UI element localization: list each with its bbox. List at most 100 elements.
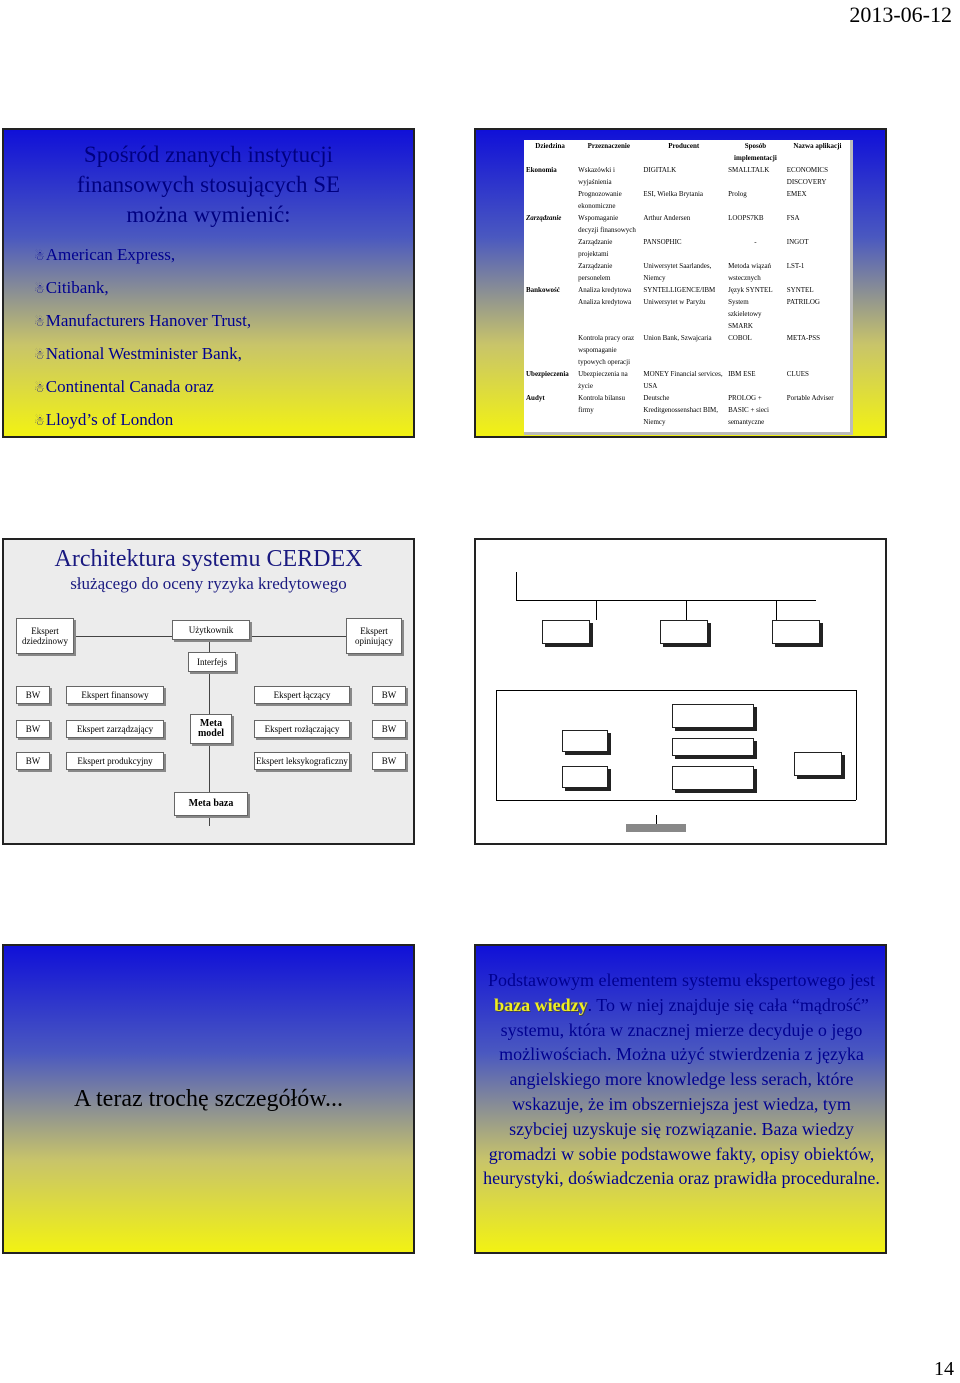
table-cell <box>524 236 576 260</box>
table-cell: - <box>754 238 757 246</box>
page-number: 14 <box>934 1358 954 1380</box>
box-label: BW <box>381 756 397 766</box>
table-cell: META-PSS <box>786 334 821 342</box>
list-item-text: Continental Canada oraz <box>45 377 214 396</box>
bullet-icon: ☃ <box>34 315 45 329</box>
slide-text: A teraz trochę szczegółów... <box>74 1086 343 1112</box>
slide-subtitle: służącego do oceny ryzyka kredytowego <box>70 574 347 593</box>
column-header: Dziedzina <box>535 142 565 150</box>
table-cell: Ubezpieczenia <box>526 370 569 378</box>
box-label: Ekspert zarządzający <box>76 724 154 734</box>
text-fragment: . To w niej znajduje się cała “mądrość” … <box>483 994 880 1189</box>
table-cell: Analiza kredytowa <box>578 286 632 294</box>
knowledge-base-box: BW <box>16 686 50 704</box>
slide-title: Architektura systemu CERDEX <box>54 546 363 572</box>
box-label: Ekspert łączący <box>273 690 331 700</box>
table-cell: Ekonomia <box>526 166 557 174</box>
table-cell: Audyt <box>526 394 545 402</box>
box-label: BW <box>381 690 397 700</box>
table-cell: Portable Adviser <box>786 394 834 402</box>
table-cell: PROLOG + BASIC + sieci semantyczne <box>728 394 769 426</box>
table-cell: Ubezpieczenia na życie <box>578 370 628 390</box>
meta-model-box: Meta model <box>190 714 232 744</box>
table-cell: System szkieletowy SMARK <box>728 298 762 330</box>
bullet-icon: ☃ <box>34 249 45 263</box>
list-item: ☃Citibank, <box>34 271 251 304</box>
connector-line <box>596 600 597 620</box>
box-label: Ekspert finansowy <box>81 690 149 700</box>
slide-cerdex-architecture: Architektura systemu CERDEX służącego do… <box>2 538 415 845</box>
box-label: Meta model <box>197 718 225 739</box>
knowledge-base-box: BW <box>16 720 50 738</box>
connector-line <box>496 690 497 800</box>
diagram-box <box>660 620 708 644</box>
box-label: Ekspert dziedzinowy <box>22 626 68 646</box>
box-label: Ekspert opiniujący <box>355 626 393 646</box>
diagram-label-block <box>706 656 746 670</box>
table-cell <box>524 296 576 332</box>
diagram-label-block <box>540 676 574 690</box>
table-cell <box>524 260 576 284</box>
date-stamp: 2013-06-12 <box>849 2 952 27</box>
table-cell: Zarządzanie projektami <box>578 238 613 258</box>
table-cell: INGOT <box>786 238 809 246</box>
bullet-icon: ☃ <box>34 282 45 296</box>
column-header: Przeznaczenie <box>587 142 630 150</box>
list-item-text: National Westminister Bank, <box>45 344 242 363</box>
connector-line <box>496 690 856 691</box>
managing-expert-box: Ekspert zarządzający <box>66 720 164 738</box>
list-item-text: Manufacturers Hanover Trust, <box>45 311 252 330</box>
slide-details-intro: A teraz trochę szczegółów... <box>2 944 415 1254</box>
column-header: Producent <box>668 142 700 150</box>
table-cell: LOOPS7KB <box>728 214 764 222</box>
table-cell: SYNTEL <box>786 286 814 294</box>
table-cell: ESI, Wielka Brytania <box>643 190 704 198</box>
bullet-icon: ☃ <box>34 348 45 362</box>
slide-applications-table: Dziedzina Przeznaczenie Producent Sposób… <box>474 128 887 438</box>
table-cell: IBM ESE <box>728 370 756 378</box>
title-line: można wymienić: <box>126 202 291 227</box>
knowledge-base-box: BW <box>372 752 406 770</box>
table-row: Ubezpieczenia Ubezpieczenia na życie MONEY… <box>524 368 850 392</box>
knowledge-base-box: BW <box>372 686 406 704</box>
table-cell: PANSOPHIC <box>643 238 682 246</box>
linking-expert-box: Ekspert łączący <box>254 686 350 704</box>
diagram-box <box>794 752 842 776</box>
table-cell: Analiza kredytowa <box>578 298 632 306</box>
table-cell: Język SYNTEL <box>728 286 773 294</box>
diagram-box <box>672 704 754 728</box>
user-box: Użytkownik <box>172 620 250 640</box>
table-row: Zarządzanie projektami PANSOPHIC - INGOT <box>524 236 850 260</box>
list-item: ☃Manufacturers Hanover Trust, <box>34 304 251 337</box>
box-label: Meta baza <box>188 798 234 809</box>
production-expert-box: Ekspert produkcyjny <box>66 752 164 770</box>
diagram-box <box>562 730 608 752</box>
lexicographic-expert-box: Ekspert leksykograficzny <box>254 752 350 770</box>
table-cell: Prolog <box>728 190 747 198</box>
diagram-box <box>542 620 590 644</box>
reviewing-expert-box: Ekspert opiniujący <box>346 618 402 654</box>
meta-base-box: Meta baza <box>174 792 248 816</box>
list-item: ☃American Express, <box>34 238 251 271</box>
slide-institutions: Spośród znanych instytucji finansowych s… <box>2 128 415 438</box>
table-cell <box>524 188 576 212</box>
table-cell: Deutsche Kreditgenossenshact BIM, Niemcy <box>643 394 718 426</box>
table-cell: Kontrola pracy oraz wspomaganie typowych… <box>578 334 635 366</box>
institution-list: ☃American Express, ☃Citibank, ☃Manufactu… <box>34 238 251 436</box>
box-label: Użytkownik <box>188 625 234 635</box>
box-label: BW <box>381 724 397 734</box>
text-fragment: Podstawowym elementem systemu ekspertowe… <box>488 970 875 990</box>
box-label: BW <box>25 690 41 700</box>
table-cell: SMALLTALK <box>728 166 770 174</box>
table-cell: Metoda wiązań wstecznych <box>728 262 772 282</box>
knowledge-base-box: BW <box>372 720 406 738</box>
table-cell: PATRILOG <box>786 298 820 306</box>
table-cell: EMEX <box>786 190 807 198</box>
table-cell: Kontrola bilansu firmy <box>578 394 626 414</box>
slide-knowledge-base: Podstawowym elementem systemu ekspertowe… <box>474 944 887 1254</box>
bullet-icon: ☃ <box>34 381 45 395</box>
table-cell: MONEY Financial services, USA <box>643 370 723 390</box>
